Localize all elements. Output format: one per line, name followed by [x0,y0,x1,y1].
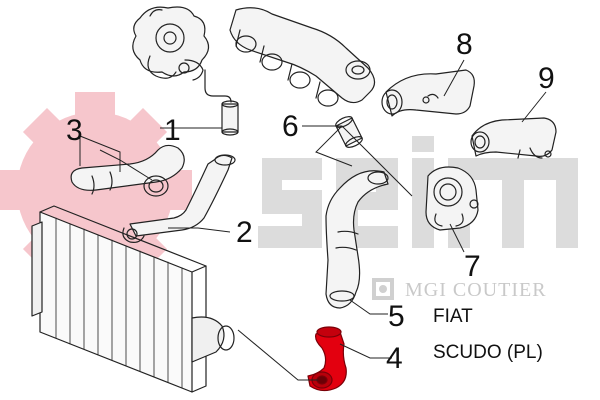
part-4-hose-highlighted [307,326,347,392]
leader-line-4b [237,329,318,381]
callout-4: 4 [386,342,403,375]
callout-2: 2 [236,216,253,249]
leader-line-6 [302,125,413,197]
leader-line-5 [349,299,388,315]
callout-8: 8 [456,28,473,61]
callout-7: 7 [464,250,481,283]
leader-line-3b [99,149,153,181]
intake-manifold-drawing [229,7,376,107]
caption-model: SCUDO (PL) [433,342,543,363]
leader-line-8 [443,59,465,97]
part-9-elbow-hose [470,117,557,159]
part-3-hose [70,144,185,197]
leader-line-9 [521,91,547,123]
watermark-small-logo-icon [372,278,394,300]
leader-line-4 [339,343,392,359]
part-7-throttle-body [425,166,479,231]
leader-lines [79,59,547,381]
watermark-subtitle: MGI COUTIER [405,279,547,301]
leader-line-2 [168,227,231,233]
vehicle-caption: FIAT SCUDO (PL) [433,306,543,363]
callout-3: 3 [66,114,83,147]
leader-line-3 [79,135,121,172]
callout-9: 9 [538,62,555,95]
leader-line-7 [449,223,465,253]
part-1-sleeve [204,69,239,136]
intercooler-drawing [31,205,235,393]
part-5-hose [325,170,389,309]
turbocharger-drawing [132,6,210,81]
part-6-coupler [335,116,363,148]
part-8-elbow-hose [381,69,475,117]
callout-5: 5 [388,300,405,333]
callout-6: 6 [282,110,299,143]
caption-make: FIAT [433,306,473,327]
callout-numbers: 1 2 3 4 5 6 7 8 9 [66,28,555,375]
callout-1: 1 [164,114,181,147]
